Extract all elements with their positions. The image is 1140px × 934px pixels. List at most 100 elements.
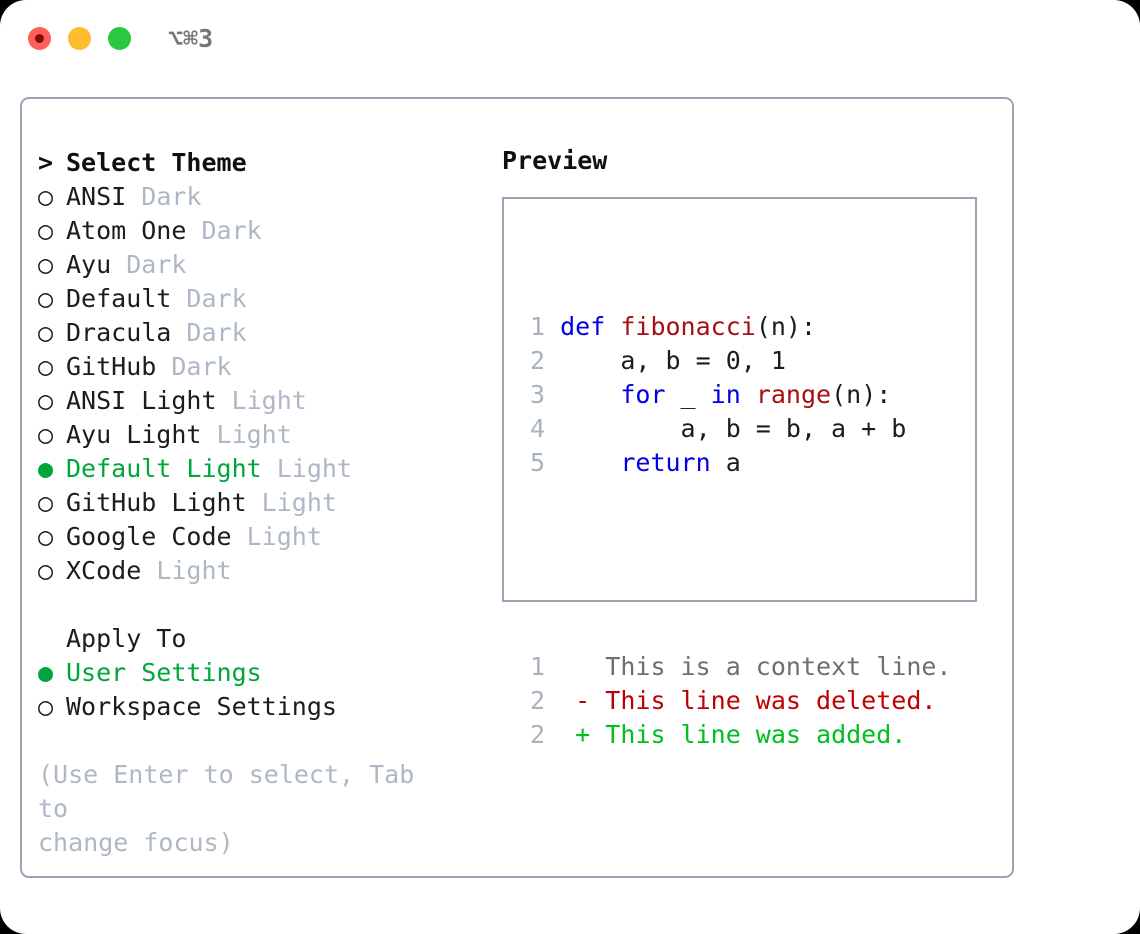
theme-item-variant-tag: Dark <box>126 182 202 211</box>
theme-item-label: ANSI Light <box>66 386 217 415</box>
radio-unselected-icon: ○ <box>38 216 54 245</box>
theme-item-label: Ayu <box>66 250 112 279</box>
select-theme-heading-label: Select Theme <box>66 148 247 177</box>
apply-to-item-label: User Settings <box>66 658 262 687</box>
diff-marker-space <box>590 652 605 681</box>
theme-list-item[interactable]: ○Atom One Dark <box>38 214 498 248</box>
diff-line: 2 - This line was deleted. <box>530 684 951 718</box>
code-gutter-space <box>545 448 560 477</box>
theme-item-variant-tag: Light <box>201 420 292 449</box>
code-line: 3 for _ in range(n): <box>530 378 951 412</box>
title-bar: ⌥⌘3 <box>0 0 1140 78</box>
code-line-number: 5 <box>530 448 546 477</box>
theme-list-item[interactable]: ○ Ayu Dark <box>38 248 498 282</box>
diff-gutter-space <box>545 686 575 715</box>
code-sample: 1 def fibonacci(n): 2 a, b = 0, 1 3 for _ … <box>530 242 951 820</box>
radio-unselected-icon: ○ <box>38 386 54 415</box>
theme-item-label: GitHub Light <box>66 488 247 517</box>
radio-unselected-icon: ○ <box>38 284 54 313</box>
select-theme-heading: > Select Theme <box>38 146 498 180</box>
code-token <box>560 380 620 409</box>
code-gutter-space <box>545 414 560 443</box>
code-token: in <box>710 380 741 409</box>
close-dot-icon <box>35 34 44 43</box>
diff-line-number: 2 <box>530 720 546 749</box>
theme-list-item[interactable]: ○ GitHub Light Light <box>38 486 498 520</box>
theme-item-variant-tag: Dark <box>171 284 247 313</box>
code-token: fibonacci <box>620 312 756 341</box>
diff-line-text: This line was added. <box>605 720 907 749</box>
diff-lines: 1 This is a context line.2 - This line w… <box>530 650 951 752</box>
theme-list-item[interactable]: ○Google Code Light <box>38 520 498 554</box>
apply-to-item-label: Workspace Settings <box>66 692 337 721</box>
theme-item-variant-tag: Light <box>141 556 232 585</box>
code-token <box>560 448 620 477</box>
radio-unselected-icon: ○ <box>38 488 54 517</box>
theme-item-variant-tag: Dark <box>171 318 247 347</box>
radio-unselected-icon: ○ <box>38 182 54 211</box>
code-token: a, b = 0, 1 <box>560 346 786 375</box>
window-title: ⌥⌘3 <box>168 24 214 53</box>
diff-marker-space <box>590 686 605 715</box>
close-traffic-light-icon[interactable] <box>28 27 51 50</box>
code-line: 1 def fibonacci(n): <box>530 310 951 344</box>
diff-marker-icon: - <box>575 686 591 715</box>
theme-item-variant-tag: Light <box>216 386 307 415</box>
theme-item-label: XCode <box>66 556 142 585</box>
code-token: def <box>560 312 621 341</box>
code-token: (n): <box>755 312 817 341</box>
section-spacer <box>38 588 498 622</box>
theme-item-variant-tag: Dark <box>186 216 262 245</box>
theme-list-item[interactable]: ●Default Light Light <box>38 452 498 486</box>
apply-to-item[interactable]: ● User Settings <box>38 656 498 690</box>
code-line: 4 a, b = b, a + b <box>530 412 951 446</box>
theme-list-item[interactable]: ○ANSI Dark <box>38 180 498 214</box>
apply-to-item[interactable]: ○ Workspace Settings <box>38 690 498 724</box>
code-line-number: 3 <box>530 380 546 409</box>
radio-unselected-icon: ○ <box>38 692 54 721</box>
theme-list: ○ANSI Dark○Atom One Dark○Ayu Dark○Defaul… <box>38 180 498 588</box>
theme-list-item[interactable]: ○ Dracula Dark <box>38 316 498 350</box>
minimize-traffic-light-icon[interactable] <box>68 27 91 50</box>
theme-item-variant-tag: Light <box>246 488 337 517</box>
theme-item-label: GitHub <box>66 352 157 381</box>
code-token: for <box>620 380 666 409</box>
radio-selected-icon: ● <box>38 658 54 687</box>
radio-unselected-icon: ○ <box>38 250 54 279</box>
theme-item-label: Ayu Light <box>66 420 202 449</box>
code-token: _ <box>665 380 711 409</box>
code-token: return <box>620 448 711 477</box>
code-gutter-space <box>545 380 560 409</box>
heading-caret-icon: > <box>38 148 54 177</box>
theme-list-item[interactable]: ○ XCode Light <box>38 554 498 588</box>
keyboard-hint: (Use Enter to select, Tab to change focu… <box>38 758 438 860</box>
diff-line-number: 2 <box>530 686 546 715</box>
theme-item-label: Default <box>66 284 172 313</box>
theme-item-label: Google Code <box>66 522 232 551</box>
theme-item-variant-tag: Light <box>261 454 352 483</box>
keyboard-hint-line-2: change focus) <box>38 828 234 857</box>
main-panel: >Select Theme ○ANSI Dark○Atom One Dark○A… <box>20 97 1014 878</box>
theme-list-item[interactable]: ○Ayu Light Light <box>38 418 498 452</box>
maximize-traffic-light-icon[interactable] <box>108 27 131 50</box>
apply-to-heading: Apply To <box>66 624 187 653</box>
theme-list-item[interactable]: ○GitHub Dark <box>38 350 498 384</box>
theme-item-variant-tag: Dark <box>111 250 187 279</box>
diff-line-text: This line was deleted. <box>605 686 937 715</box>
code-diff-gap <box>530 548 951 582</box>
theme-list-item[interactable]: ○ Default Dark <box>38 282 498 316</box>
theme-item-label: Dracula <box>66 318 172 347</box>
code-token: a <box>710 448 741 477</box>
diff-line: 1 This is a context line. <box>530 650 951 684</box>
theme-list-item[interactable]: ○ ANSI Light Light <box>38 384 498 418</box>
diff-gutter-space <box>545 652 575 681</box>
diff-gutter-space <box>545 720 575 749</box>
radio-unselected-icon: ○ <box>38 556 54 585</box>
diff-line: 2 + This line was added. <box>530 718 951 752</box>
diff-line-text: This is a context line. <box>605 652 952 681</box>
radio-selected-icon: ● <box>38 454 54 483</box>
radio-unselected-icon: ○ <box>38 318 54 347</box>
diff-line-number: 1 <box>530 652 546 681</box>
